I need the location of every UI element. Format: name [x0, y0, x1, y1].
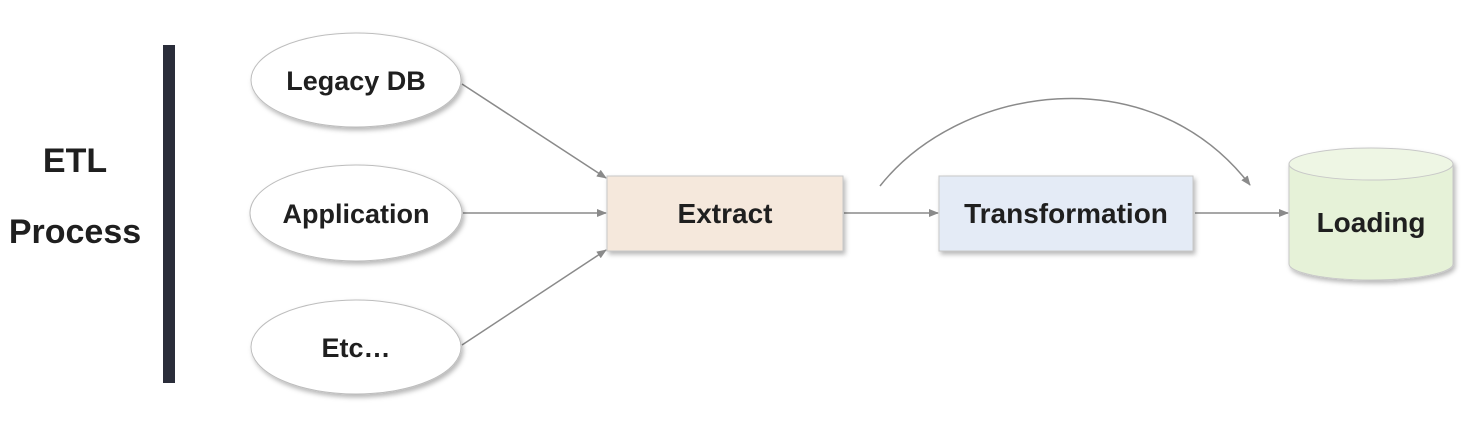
arrow-extract-to-load-curve	[879, 97, 1251, 187]
divider-bar	[163, 45, 175, 383]
title-line-1: ETL	[43, 142, 107, 180]
source-label: Legacy DB	[286, 66, 426, 96]
stage-transformation: Transformation	[938, 175, 1194, 252]
source-application: Application	[249, 164, 463, 262]
transformation-label: Transformation	[964, 198, 1168, 229]
source-ellipse	[250, 299, 462, 395]
stage-loading	[1288, 147, 1454, 281]
arrow-legacy-to-extract	[461, 83, 607, 179]
loading-cylinder-body	[1288, 163, 1454, 281]
extract-box	[606, 175, 844, 252]
stage-extract: Extract	[606, 175, 844, 252]
extract-label: Extract	[678, 198, 773, 229]
loading-label: Loading	[1317, 207, 1426, 238]
transformation-box	[938, 175, 1194, 252]
title-line-2: Process	[9, 213, 141, 251]
loading-cylinder-top	[1288, 147, 1454, 181]
source-legacy-db: Legacy DB	[250, 32, 462, 128]
source-label: Application	[283, 199, 430, 229]
source-etc: Etc…	[250, 299, 462, 395]
source-ellipse	[250, 32, 462, 128]
arrow-etc-to-extract	[461, 249, 607, 346]
source-ellipse	[249, 164, 463, 262]
source-label: Etc…	[321, 333, 390, 363]
